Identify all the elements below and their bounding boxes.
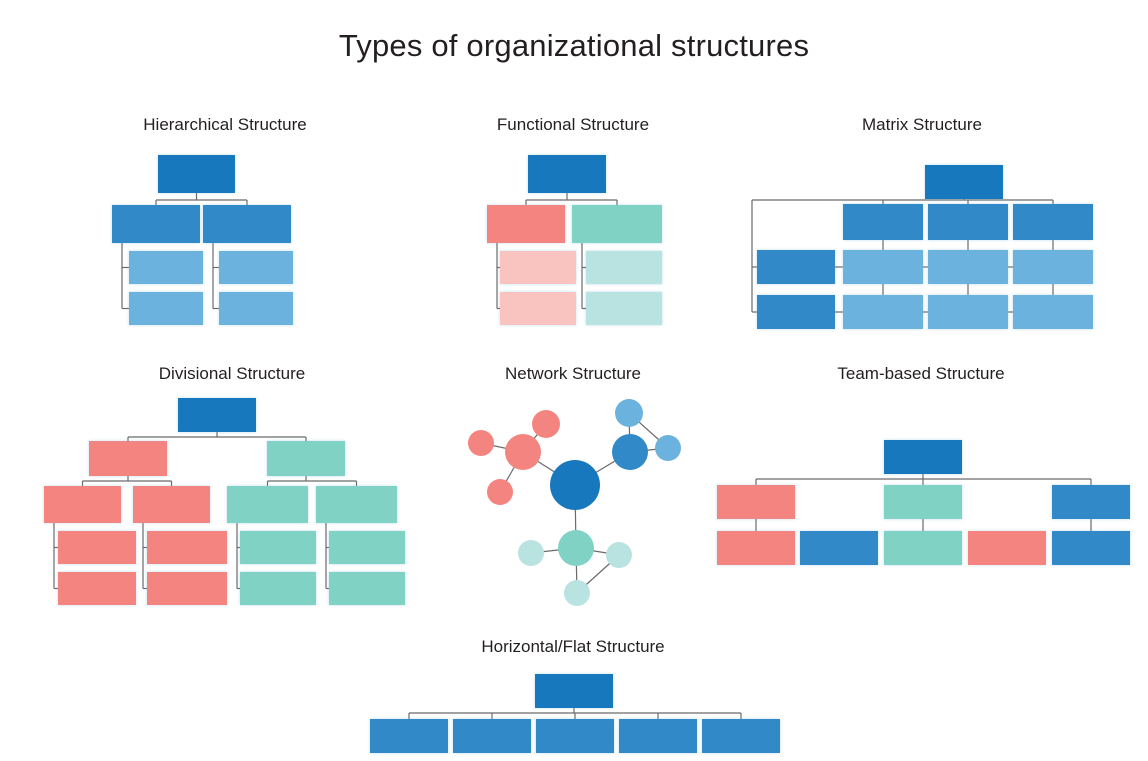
node-t-root[interactable] [884, 440, 962, 474]
node-t-1[interactable] [717, 531, 795, 565]
network-node-n-b[interactable] [612, 434, 648, 470]
node-m-22[interactable] [928, 295, 1008, 329]
node-t-a[interactable] [717, 485, 795, 519]
node-d-a1[interactable] [44, 486, 121, 523]
node-m-root[interactable] [925, 165, 1003, 199]
node-d-a1x[interactable] [58, 531, 136, 564]
node-h-b2[interactable] [203, 205, 291, 243]
node-d-b[interactable] [267, 441, 345, 476]
node-d-a2x[interactable] [147, 531, 227, 564]
node-f-l4[interactable] [586, 292, 662, 325]
network-node-n-t1[interactable] [518, 540, 544, 566]
node-m-13[interactable] [1013, 250, 1093, 284]
node-m-21[interactable] [843, 295, 923, 329]
node-d-b1[interactable] [227, 486, 308, 523]
node-h-l2[interactable] [219, 251, 293, 284]
node-m-12[interactable] [928, 250, 1008, 284]
node-fl-root[interactable] [535, 674, 613, 708]
node-d-a2y[interactable] [147, 572, 227, 605]
section-title-functional: Functional Structure [496, 115, 650, 134]
node-m-c2[interactable] [928, 204, 1008, 240]
node-h-l4[interactable] [219, 292, 293, 325]
section-title-hierarchical: Hierarchical Structure [143, 115, 307, 134]
node-m-11[interactable] [843, 250, 923, 284]
network-node-n-s[interactable] [505, 434, 541, 470]
page-title: Types of organizational structures [338, 28, 810, 63]
network-node-n-b2[interactable] [655, 435, 681, 461]
node-h-root[interactable] [158, 155, 235, 193]
node-m-23[interactable] [1013, 295, 1093, 329]
node-h-l3[interactable] [129, 292, 203, 325]
node-m-r1[interactable] [757, 250, 835, 284]
section-title-network: Network Structure [504, 364, 642, 383]
node-d-a1y[interactable] [58, 572, 136, 605]
node-t-b[interactable] [884, 485, 962, 519]
node-d-b1x[interactable] [240, 531, 316, 564]
node-m-c3[interactable] [1013, 204, 1093, 240]
section-title-flat: Horizontal/Flat Structure [481, 637, 665, 656]
node-f-b2[interactable] [572, 205, 662, 243]
network-node-n-t3[interactable] [564, 580, 590, 606]
node-f-l1[interactable] [500, 251, 576, 284]
node-d-b2[interactable] [316, 486, 397, 523]
node-d-a[interactable] [89, 441, 167, 476]
node-t-4[interactable] [968, 531, 1046, 565]
node-t-5[interactable] [1052, 531, 1130, 565]
node-fl-4[interactable] [619, 719, 697, 753]
node-m-r2[interactable] [757, 295, 835, 329]
node-h-b1[interactable] [112, 205, 200, 243]
node-d-root[interactable] [178, 398, 256, 432]
node-f-b1[interactable] [487, 205, 565, 243]
section-title-divisional: Divisional Structure [158, 364, 306, 383]
node-d-b1y[interactable] [240, 572, 316, 605]
node-t-3[interactable] [884, 531, 962, 565]
section-title-matrix: Matrix Structure [862, 115, 982, 134]
node-d-b2y[interactable] [329, 572, 405, 605]
node-d-b2x[interactable] [329, 531, 405, 564]
node-f-l2[interactable] [586, 251, 662, 284]
network-node-n-b1[interactable] [615, 399, 643, 427]
node-f-l3[interactable] [500, 292, 576, 325]
network-node-n-s3[interactable] [487, 479, 513, 505]
network-node-n-core[interactable] [550, 460, 600, 510]
node-fl-5[interactable] [702, 719, 780, 753]
network-node-n-s1[interactable] [468, 430, 494, 456]
node-f-root[interactable] [528, 155, 606, 193]
node-h-l1[interactable] [129, 251, 203, 284]
node-m-c1[interactable] [843, 204, 923, 240]
network-node-n-t[interactable] [558, 530, 594, 566]
node-fl-1[interactable] [370, 719, 448, 753]
node-t-2[interactable] [800, 531, 878, 565]
section-title-team_based: Team-based Structure [837, 364, 1005, 383]
node-t-c[interactable] [1052, 485, 1130, 519]
network-node-n-s2[interactable] [532, 410, 560, 438]
node-fl-2[interactable] [453, 719, 531, 753]
node-fl-3[interactable] [536, 719, 614, 753]
node-d-a2[interactable] [133, 486, 210, 523]
network-node-n-t2[interactable] [606, 542, 632, 568]
